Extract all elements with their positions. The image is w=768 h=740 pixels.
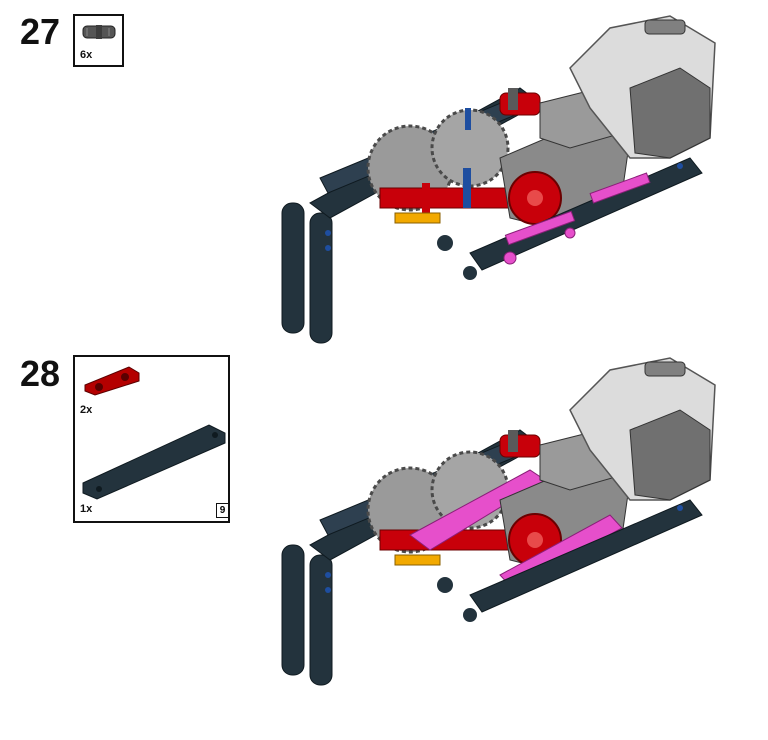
- part-quantity: 1x: [80, 503, 93, 515]
- part-quantity: 2x: [80, 404, 93, 416]
- part-quantity: 6x: [80, 49, 93, 61]
- assembly-model-step-28: [281, 357, 716, 686]
- parts-callout-step-27: 6x: [73, 14, 124, 67]
- connector-peg-icon: [82, 25, 116, 39]
- red-beam-icon: [84, 366, 140, 396]
- assembly-model-step-27: [281, 15, 716, 344]
- dark-beam-icon: [82, 424, 226, 500]
- length-badge: 9: [216, 503, 229, 518]
- step-number-28: 28: [20, 353, 61, 394]
- parts-callout-step-28: 2x 1x 9: [73, 355, 230, 523]
- step-number-27: 27: [20, 11, 61, 52]
